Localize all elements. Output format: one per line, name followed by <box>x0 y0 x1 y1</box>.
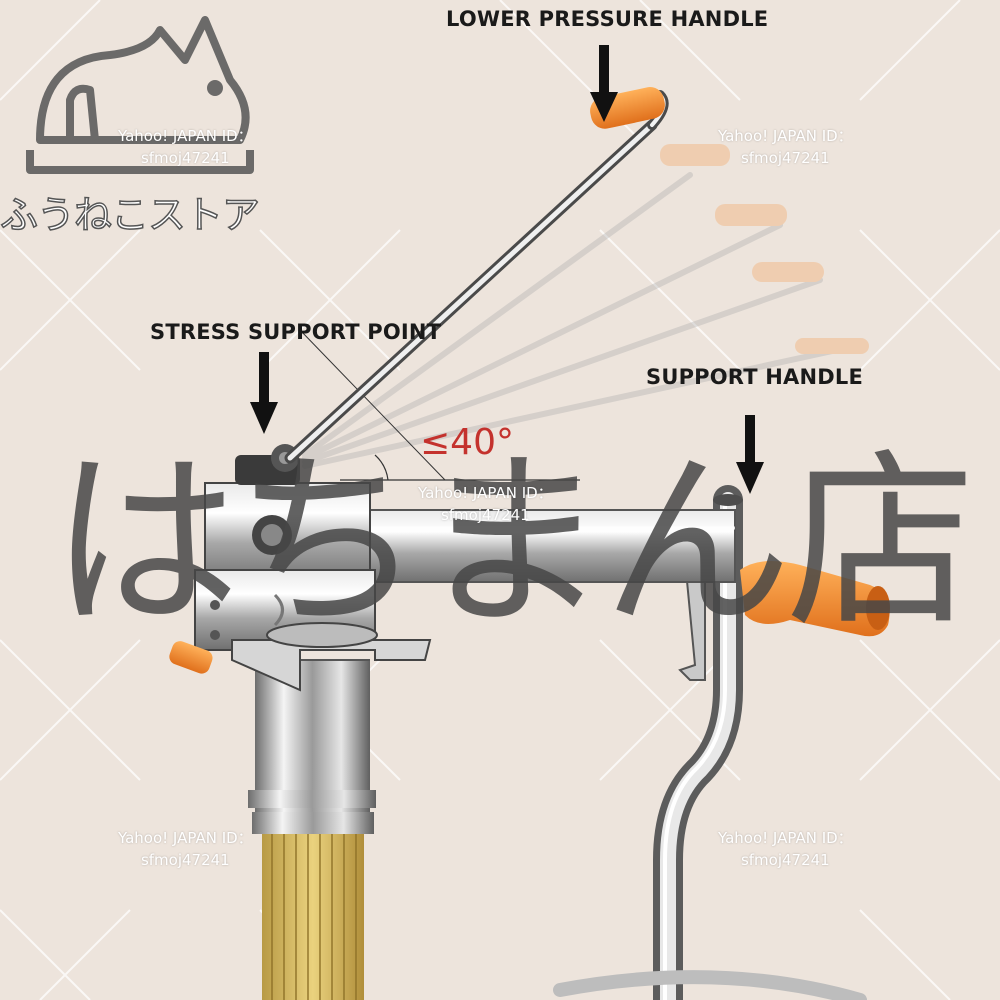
support-handle-grip <box>740 561 890 637</box>
noodles <box>262 830 364 1000</box>
stand-column <box>553 485 867 1000</box>
yahoo-id-label: Yahoo! JAPAN ID： <box>718 829 853 847</box>
side-grip <box>169 641 213 674</box>
down-arrow-icon <box>250 352 278 434</box>
cat-logo-icon <box>26 16 254 174</box>
stress-support-point-label: STRESS SUPPORT POINT <box>150 320 442 344</box>
angle-indicator <box>299 329 580 481</box>
yahoo-id-watermark: Yahoo! JAPAN ID： sfmoj47241 <box>118 125 253 169</box>
down-arrow-icon <box>590 45 618 122</box>
yahoo-id-watermark: Yahoo! JAPAN ID： sfmoj47241 <box>718 125 853 169</box>
down-arrow-icon <box>736 415 764 494</box>
yahoo-id-watermark: Yahoo! JAPAN ID： sfmoj47241 <box>118 827 253 871</box>
angle-label: ≤40° <box>420 422 514 463</box>
yahoo-id-value: sfmoj47241 <box>740 149 830 167</box>
store-branch-watermark: はちまん店 <box>50 432 976 653</box>
support-handle-label: SUPPORT HANDLE <box>646 365 864 389</box>
press-cylinder <box>248 659 376 834</box>
yahoo-id-watermark: Yahoo! JAPAN ID： sfmoj47241 <box>718 827 853 871</box>
yahoo-id-watermark: Yahoo! JAPAN ID： sfmoj47241 <box>418 482 553 526</box>
lower-pressure-handle-label: LOWER PRESSURE HANDLE <box>446 7 769 31</box>
horizontal-arm <box>344 509 736 583</box>
store-name-watermark: ふうねこストア <box>0 192 261 238</box>
yahoo-id-label: Yahoo! JAPAN ID： <box>118 127 253 145</box>
yahoo-id-label: Yahoo! JAPAN ID： <box>118 829 253 847</box>
ghost-handles <box>302 144 869 469</box>
yahoo-id-label: Yahoo! JAPAN ID： <box>718 127 853 145</box>
yahoo-id-value: sfmoj47241 <box>440 506 530 524</box>
yahoo-id-label: Yahoo! JAPAN ID： <box>418 484 553 502</box>
yahoo-id-value: sfmoj47241 <box>140 851 230 869</box>
yahoo-id-value: sfmoj47241 <box>740 851 830 869</box>
yahoo-id-value: sfmoj47241 <box>140 149 230 167</box>
